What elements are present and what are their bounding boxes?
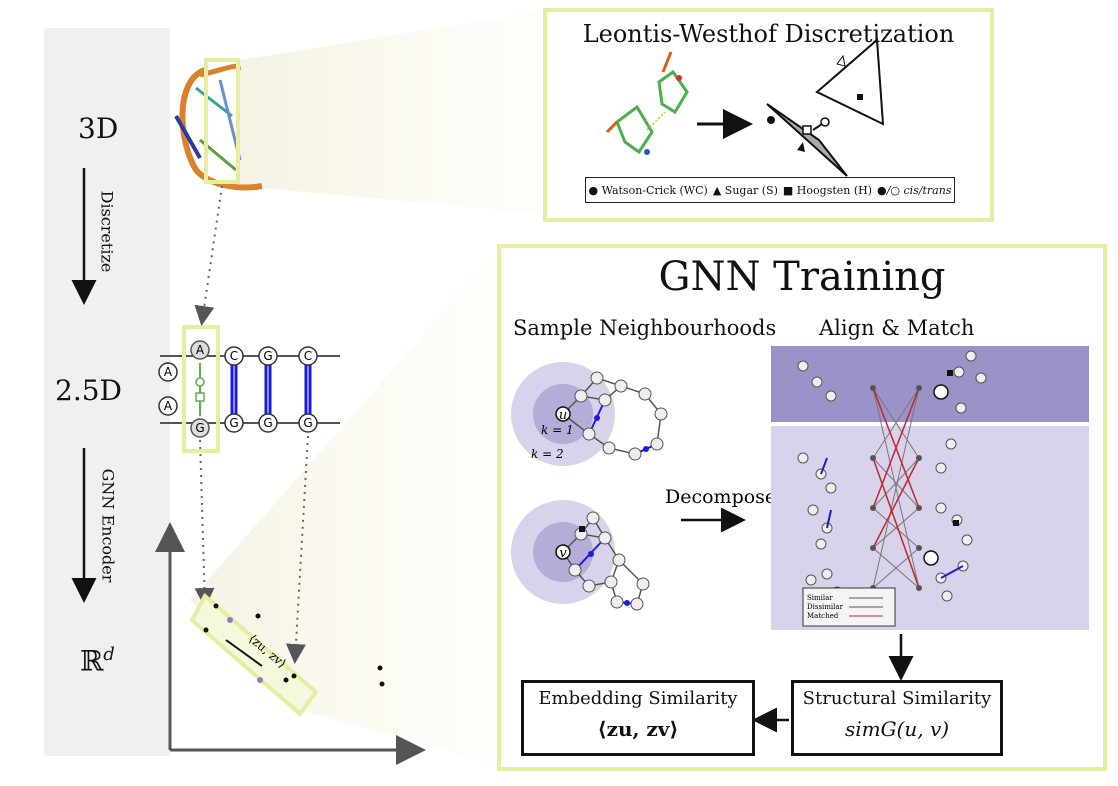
structural-similarity-title: Structural Similarity <box>802 688 992 709</box>
lw-panel: Leontis-Westhof Discretization ● Watson-… <box>543 8 994 222</box>
k2-label: k = 2 <box>531 447 564 461</box>
link-3d-to-2d <box>194 185 223 326</box>
lw-title: Leontis-Westhof Discretization <box>582 20 955 48</box>
gnn-panel: GNN Training Sample Neighbourhoods Align… <box>497 244 1107 771</box>
rd-symbol: ℝ <box>80 644 104 678</box>
legend-watson-crick: ● Watson-Crick (WC) <box>588 183 708 197</box>
gnn-encoder-label: GNN Encoder <box>98 468 118 583</box>
level-3d-label: 3D <box>78 112 119 145</box>
base-pair-molecule <box>605 51 689 155</box>
rd-exponent: d <box>103 644 115 665</box>
link-2d-to-embed-u <box>194 439 215 608</box>
legend-similar: Similar <box>807 594 833 602</box>
legend-dissimilar: Dissimilar <box>807 603 844 611</box>
embedding-similarity-title: Embedding Similarity <box>538 688 738 709</box>
node-label-r4: G <box>229 416 238 430</box>
node-label-hl-2: G <box>195 421 204 435</box>
gnn-title: GNN Training <box>658 254 946 300</box>
node-label-left-2: A <box>164 399 173 413</box>
lw-legend: ● Watson-Crick (WC) ▲ Sugar (S) ■ Hoogst… <box>585 177 955 203</box>
node-label-r1: C <box>230 349 238 363</box>
node-label-r2: G <box>263 349 272 363</box>
node-label-left-1: A <box>164 365 173 379</box>
node-label-r6: G <box>303 416 312 430</box>
k1-label: k = 1 <box>541 423 574 437</box>
legend-matched: Matched <box>807 612 839 620</box>
align-match-label: Align & Match <box>819 316 975 340</box>
structural-similarity-formula: simG(u, v) <box>844 717 950 741</box>
discretize-label: Discretize <box>97 190 117 273</box>
lw-triangle-diagram <box>766 37 885 177</box>
link-2d-to-embed-v <box>285 435 309 664</box>
embedding-similarity-formula: ⟨zu, zv⟩ <box>597 717 679 741</box>
structural-similarity-box: Structural Similarity simG(u, v) <box>791 680 1003 756</box>
lw-graphics <box>605 37 885 177</box>
sample-neighbourhoods-label: Sample Neighbourhoods <box>513 316 777 340</box>
node-v-label: v <box>559 546 567 561</box>
node-label-hl-1: A <box>196 343 205 357</box>
secondary-structure-graph: A A A G C G C G G G <box>158 325 340 453</box>
legend-sugar: ▲ Sugar (S) <box>712 183 778 197</box>
level-rd-label: ℝd <box>80 644 115 677</box>
node-u-label: u <box>559 408 567 423</box>
zoom-cone-embedding <box>190 246 501 766</box>
neighbourhood-u: u k = 1 k = 2 <box>511 362 668 466</box>
rna-3d-structure <box>174 58 263 191</box>
legend-cis-trans: ●/○ cis/trans <box>877 183 952 197</box>
legend-hoogsten: ■ Hoogsten (H) <box>782 183 873 197</box>
gnn-graphics: u k = 1 k = 2 v <box>511 346 1089 733</box>
embedding-similarity-box: Embedding Similarity ⟨zu, zv⟩ <box>521 680 755 756</box>
align-match-panel: Similar Dissimilar Matched <box>771 346 1089 630</box>
zoom-cone-3d <box>240 10 547 214</box>
neighbourhood-v: v <box>511 500 650 611</box>
node-label-r5: G <box>263 416 272 430</box>
decompose-label: Decompose <box>665 486 776 508</box>
level-band <box>44 28 170 756</box>
node-label-r3: C <box>304 349 312 363</box>
level-2-5d-label: 2.5D <box>55 374 122 407</box>
